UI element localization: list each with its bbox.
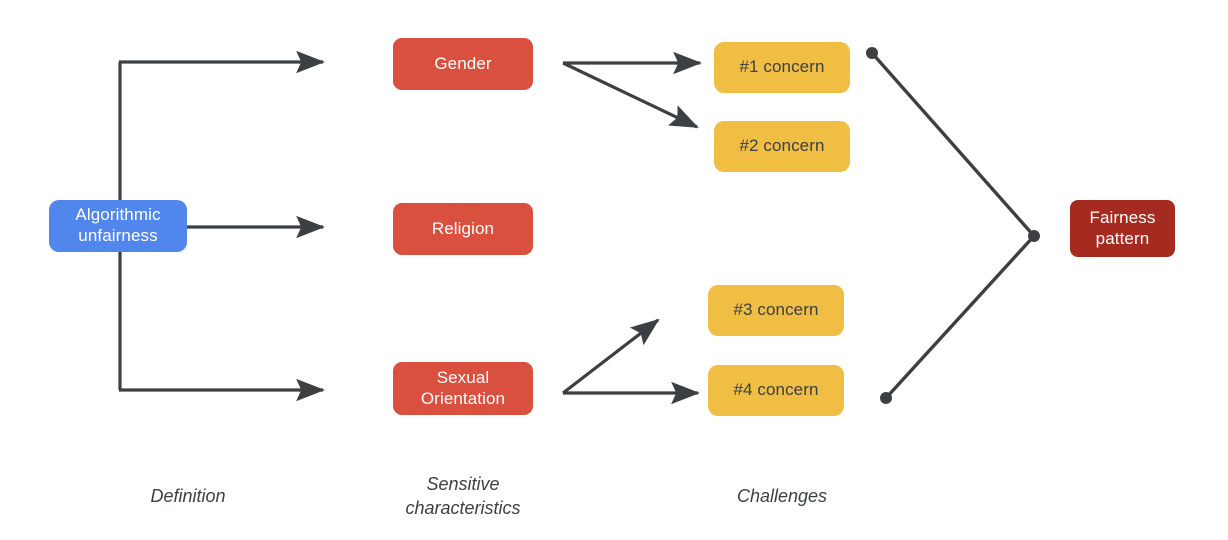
connector-dot-top <box>866 47 878 59</box>
edge-sexual-orientation-to-concern-3 <box>562 318 660 395</box>
column-label-sensitive-characteristics: Sensitive characteristics <box>405 474 521 518</box>
node-gender[interactable]: Gender <box>393 38 533 90</box>
edge-gender-to-concern-2 <box>562 61 699 129</box>
edge-concern-1-to-pattern <box>870 51 1036 238</box>
node-concern-3[interactable]: #3 concern <box>708 285 844 336</box>
node-concern-2[interactable]: #2 concern <box>714 121 850 172</box>
node-religion[interactable]: Religion <box>393 203 533 255</box>
node-concern-1[interactable]: #1 concern <box>714 42 850 93</box>
node-algorithmic-unfairness[interactable]: Algorithmic unfairness <box>49 200 187 252</box>
column-label-definition: Definition <box>150 486 226 506</box>
connector-dot-bottom <box>880 392 892 404</box>
node-fairness-pattern[interactable]: Fairness pattern <box>1070 200 1175 257</box>
column-label-challenges: Challenges <box>736 486 828 506</box>
connector-dot-junction <box>1028 230 1040 242</box>
edge-concern-4-to-pattern <box>884 234 1036 400</box>
node-concern-4[interactable]: #4 concern <box>708 365 844 416</box>
node-sexual-orientation[interactable]: Sexual Orientation <box>393 362 533 415</box>
